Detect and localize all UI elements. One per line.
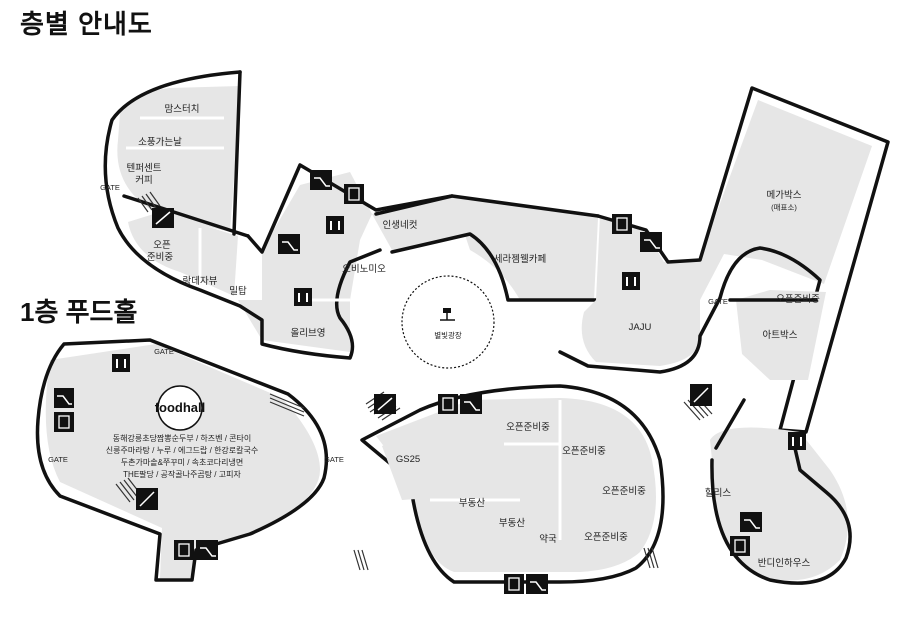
zone-open-c2[interactable]: 오픈준비중 bbox=[562, 446, 606, 457]
elevator-icon bbox=[54, 412, 74, 432]
upper-middle-band bbox=[372, 194, 600, 302]
upper-left-wing bbox=[103, 70, 454, 360]
zone-open-left[interactable]: 오픈 bbox=[153, 240, 171, 251]
escalator-icon bbox=[278, 234, 300, 254]
zone-rangdae[interactable]: 랑데자뷰 bbox=[183, 275, 218, 287]
gate-right[interactable]: GATE bbox=[708, 297, 728, 306]
zone-bandi[interactable]: 반디인하우스 bbox=[758, 557, 811, 569]
restroom-icon bbox=[112, 354, 130, 372]
escalator-icon bbox=[740, 512, 762, 532]
central-plaza bbox=[401, 275, 495, 369]
foodhall-line-2: 신릉주마라탕 / 누루 / 에그드랍 / 한강로칼국수 bbox=[106, 445, 258, 455]
gate-food-top[interactable]: GATE bbox=[154, 347, 174, 356]
gate-top-left[interactable]: GATE bbox=[100, 183, 120, 192]
restroom-icon bbox=[788, 432, 806, 450]
gate-food-left[interactable]: GATE bbox=[48, 455, 68, 464]
foodhall-line-3: 두촌가마솥&쭈꾸미 / 속초코다리냉면 bbox=[121, 457, 243, 467]
zone-megabox-ticket: (매표소) bbox=[771, 203, 797, 212]
fountain-icon bbox=[440, 308, 455, 321]
escalator-icon bbox=[196, 540, 218, 560]
elevator-icon bbox=[730, 536, 750, 556]
zone-miltab[interactable]: 밀탑 bbox=[229, 285, 247, 297]
gate-food-right[interactable]: GATE bbox=[324, 455, 344, 464]
zone-megabox[interactable]: 메가박스 bbox=[767, 190, 802, 201]
zone-open-c3[interactable]: 오픈준비중 bbox=[602, 486, 646, 497]
zone-serum[interactable]: 세라젬웰카페 bbox=[494, 254, 546, 265]
restroom-icon bbox=[294, 288, 312, 306]
zone-realty-2[interactable]: 부동산 bbox=[499, 518, 525, 529]
elevator-icon bbox=[504, 574, 524, 594]
escalator-icon bbox=[54, 388, 74, 408]
zone-sotong[interactable]: 소풍가는날 bbox=[138, 137, 182, 148]
wheelchair-escalator-icon bbox=[136, 488, 158, 510]
zone-artbox[interactable]: 아트박스 bbox=[763, 330, 798, 341]
zone-open-right[interactable]: 오픈준비중 bbox=[776, 294, 820, 305]
center-bottom-block bbox=[360, 384, 665, 584]
zone-open-c4[interactable]: 오픈준비중 bbox=[584, 532, 628, 543]
plaza-label: 별빛광장 bbox=[434, 330, 462, 340]
elevator-icon bbox=[612, 214, 632, 234]
elevator-icon bbox=[174, 540, 194, 560]
zone-tenpercent[interactable]: 텐퍼센트 bbox=[127, 163, 162, 174]
wheelchair-escalator-icon bbox=[690, 384, 712, 406]
foodhall-logo: foodhall bbox=[155, 385, 206, 431]
foodhall-line-1: 동해강릉초당짬뽕순두부 / 하즈벤 / 콘타이 bbox=[113, 433, 251, 443]
zone-momstouch[interactable]: 맘스터치 bbox=[165, 103, 200, 115]
zone-obinomio[interactable]: 오비노미오 bbox=[342, 264, 386, 275]
wheelchair-escalator-icon bbox=[152, 208, 174, 228]
zone-open-left-2: 준비중 bbox=[147, 252, 173, 263]
elevator-icon bbox=[344, 184, 364, 204]
restroom-icon bbox=[326, 216, 344, 234]
foodhall-brand: foodhall bbox=[155, 400, 206, 415]
escalator-icon bbox=[310, 170, 332, 190]
zone-jaju[interactable]: JAJU bbox=[629, 322, 652, 333]
zone-hollys[interactable]: 할리스 bbox=[705, 488, 731, 499]
floor-label: 1층 푸드홀 bbox=[18, 292, 140, 329]
elevator-icon bbox=[438, 394, 458, 414]
page-title: 층별 안내도 bbox=[20, 9, 153, 39]
escalator-icon bbox=[526, 574, 548, 594]
zone-insaeng[interactable]: 인생네컷 bbox=[383, 220, 418, 231]
wheelchair-escalator-icon bbox=[374, 394, 396, 414]
zone-oliveyoung[interactable]: 올리브영 bbox=[291, 328, 326, 339]
foodhall-line-4: THE팔당 / 공작골나주곰탕 / 고피자 bbox=[123, 469, 241, 479]
restroom-icon bbox=[622, 272, 640, 290]
escalator-icon bbox=[640, 232, 662, 252]
zone-gs25[interactable]: GS25 bbox=[396, 454, 420, 465]
escalator-icon bbox=[460, 394, 482, 414]
zone-tenpercent-coffee: 커피 bbox=[135, 175, 152, 186]
zone-realty-1[interactable]: 부동산 bbox=[459, 498, 485, 509]
zone-pharmacy[interactable]: 약국 bbox=[539, 533, 557, 545]
zone-open-c1[interactable]: 오픈준비중 bbox=[506, 422, 550, 433]
